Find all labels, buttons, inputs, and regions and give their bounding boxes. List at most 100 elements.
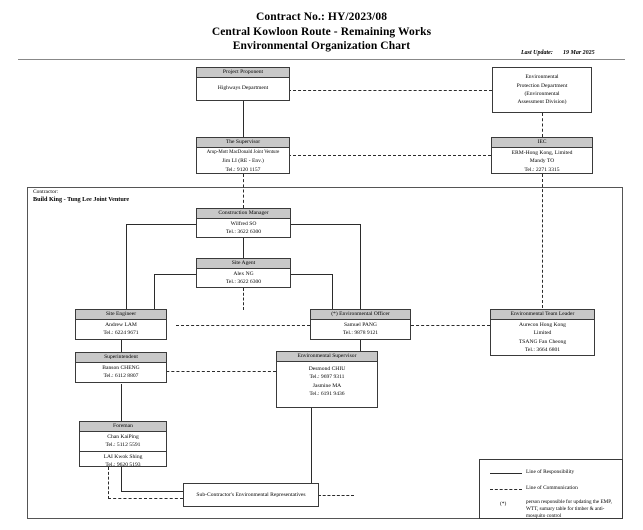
line-cm-left-vertical bbox=[126, 224, 127, 309]
line-epd-iec bbox=[542, 113, 543, 137]
box-environmental-supervisor-line-0: Desmond CHIU bbox=[308, 366, 346, 372]
line-foreman-sub-horizontal bbox=[121, 491, 183, 492]
line-siteagent-right-vertical bbox=[332, 274, 333, 309]
line-envsup-sub bbox=[311, 408, 312, 483]
box-supervisor-line-1: Jim LI (RE - Env.) bbox=[222, 158, 264, 165]
box-iec[interactable]: IEC ERM-Hong Kong, Limited Mandy TO Tel.… bbox=[491, 137, 593, 174]
line-cm-siteagent bbox=[243, 238, 244, 258]
box-subcontractor-line-0: Sub-Contractor's Environmental Represent… bbox=[196, 491, 306, 498]
line-cm-right-vertical bbox=[360, 224, 361, 309]
box-site-engineer-line-0: Andrew LAM bbox=[105, 322, 137, 328]
line-cm-right-rail bbox=[291, 224, 361, 225]
line-cm-left-rail bbox=[126, 224, 196, 225]
box-epd-line-1: Protection Department bbox=[516, 82, 568, 89]
box-site-agent-line-1: Tel.: 3622 6300 bbox=[225, 279, 262, 286]
box-site-engineer-title: Site Engineer bbox=[76, 310, 166, 320]
box-construction-manager-title: Construction Manager bbox=[197, 209, 290, 219]
box-supervisor-line-0: Arup-Mott MacDonald Joint Venture bbox=[206, 150, 280, 155]
box-environmental-officer[interactable]: (*) Environmental Officer Samuel PANG Te… bbox=[310, 309, 411, 340]
box-project-proponent[interactable]: Project Proponent Highways Department bbox=[196, 67, 290, 101]
box-superintendent-title: Superintendent bbox=[76, 353, 166, 363]
box-environmental-supervisor[interactable]: Environmental Supervisor Desmond CHIU Te… bbox=[276, 351, 378, 408]
box-foreman-line-2: LAI Kwok Shing bbox=[103, 453, 143, 460]
box-environmental-officer-title: (*) Environmental Officer bbox=[311, 310, 410, 320]
line-sub-right-dashed bbox=[318, 495, 354, 496]
box-environmental-officer-line-0: Samuel PANG bbox=[344, 322, 377, 328]
box-foreman-line-1: Tel.: 5112 5591 bbox=[105, 442, 141, 449]
line-foreman-sub-dashed-h bbox=[108, 498, 183, 499]
box-environmental-supervisor-line-1: Tel.: 9697 9311 bbox=[309, 374, 345, 381]
box-subcontractor-representatives[interactable]: Sub-Contractor's Environmental Represent… bbox=[183, 483, 319, 507]
box-superintendent-line-1: Tel.: 6112 8807 bbox=[103, 373, 139, 380]
box-environmental-officer-line-1: Tel.: 9878 9121 bbox=[342, 330, 379, 337]
box-supervisor-title: The Supervisor bbox=[197, 138, 289, 148]
line-foreman-sub-dashed bbox=[108, 467, 109, 499]
legend-communication-label: Line of Communication bbox=[526, 485, 578, 491]
box-superintendent[interactable]: Superintendent Banson CHENG Tel.: 6112 8… bbox=[75, 352, 167, 383]
header-divider bbox=[18, 59, 625, 60]
box-foreman[interactable]: Foreman Chan KaiPing Tel.: 5112 5591 LAI… bbox=[79, 421, 167, 469]
box-epd-line-2: (Environmental bbox=[524, 91, 560, 97]
box-epd-line-0: Environmental bbox=[525, 74, 559, 81]
box-epd-line-3: Assessment Division) bbox=[517, 99, 567, 106]
legend-dashed-line-sample bbox=[490, 489, 522, 490]
contractor-label: Contractor: bbox=[33, 189, 59, 195]
box-site-engineer[interactable]: Site Engineer Andrew LAM Tel.: 6224 9671 bbox=[75, 309, 167, 340]
box-foreman-divider bbox=[80, 450, 166, 452]
box-environmental-team-leader-line-1: Limited bbox=[533, 330, 552, 337]
contractor-name: Build King - Tung Lee Joint Venture bbox=[33, 196, 130, 203]
box-environmental-supervisor-title: Environmental Supervisor bbox=[277, 352, 377, 362]
line-foreman-sub-vertical bbox=[121, 467, 122, 491]
box-site-engineer-line-1: Tel.: 6224 9671 bbox=[103, 330, 139, 337]
line-iec-etl-dashed bbox=[542, 174, 543, 308]
line-eo-etl-dashed bbox=[411, 325, 490, 326]
legend-responsibility-label: Line of Responsibility bbox=[526, 469, 575, 475]
box-iec-line-1: Mandy TO bbox=[529, 158, 555, 165]
box-foreman-line-3: Tel.: 9620 5193 bbox=[105, 462, 141, 469]
line-supervisor-cm bbox=[243, 174, 244, 208]
box-superintendent-line-0: Banson CHENG bbox=[102, 365, 140, 371]
box-environmental-team-leader-title: Environmental Team Leader bbox=[491, 310, 594, 320]
page-title: Contract No.: HY/2023/08 Central Kowloon… bbox=[0, 10, 643, 54]
last-update-value: 19 Mar 2025 bbox=[563, 50, 595, 56]
line-siteagent-right-rail bbox=[291, 274, 333, 275]
line-envsup-superintendent-dashed bbox=[151, 371, 276, 372]
box-site-agent[interactable]: Site Agent Alex NG Tel.: 3622 6300 bbox=[196, 258, 291, 288]
legend-solid-line-sample bbox=[490, 473, 522, 474]
box-environmental-team-leader-line-2: TSANG Fan Cheong bbox=[518, 338, 567, 345]
line-siteagent-left-rail bbox=[154, 274, 196, 275]
title-line-chart: Environmental Organization Chart bbox=[232, 40, 411, 52]
line-eo-siteengineer-dashed bbox=[176, 325, 310, 326]
line-proponent-supervisor bbox=[243, 101, 244, 137]
box-iec-title: IEC bbox=[492, 138, 592, 148]
box-project-proponent-title: Project Proponent bbox=[197, 68, 289, 78]
legend-panel: Line of Responsibility Line of Communica… bbox=[479, 459, 623, 519]
contractor-frame bbox=[27, 187, 623, 519]
legend-star-marker: (*) bbox=[500, 501, 507, 507]
line-siteagent-left-vertical bbox=[154, 274, 155, 309]
line-proponent-epd bbox=[288, 90, 492, 91]
box-site-agent-title: Site Agent bbox=[197, 259, 290, 269]
box-environmental-team-leader-line-3: Tel.: 3664 6801 bbox=[524, 347, 561, 354]
last-update-label: Last Update: bbox=[521, 50, 553, 56]
line-siteagent-eo-dashed bbox=[243, 288, 244, 310]
box-project-proponent-line-0: Highways Department bbox=[217, 85, 269, 91]
box-construction-manager[interactable]: Construction Manager Wilfred SO Tel.: 36… bbox=[196, 208, 291, 238]
box-iec-line-2: Tel.: 2271 3315 bbox=[524, 166, 560, 173]
box-foreman-line-0: Chan KaiPing bbox=[107, 434, 139, 440]
box-supervisor[interactable]: The Supervisor Arup-Mott MacDonald Joint… bbox=[196, 137, 290, 174]
box-construction-manager-line-1: Tel.: 3622 6300 bbox=[225, 229, 262, 236]
box-construction-manager-line-0: Wilfred SO bbox=[230, 221, 257, 227]
box-iec-line-0: ERM-Hong Kong, Limited bbox=[511, 150, 573, 156]
box-epd[interactable]: Environmental Protection Department (Env… bbox=[492, 67, 592, 113]
line-superintendent-foreman bbox=[121, 384, 122, 421]
line-supervisor-iec bbox=[288, 155, 491, 156]
title-line-project: Central Kowloon Route - Remaining Works bbox=[211, 25, 432, 38]
box-environmental-team-leader-line-0: Aurecon Hong Kong bbox=[519, 322, 566, 328]
title-line-contract: Contract No.: HY/2023/08 bbox=[255, 11, 388, 23]
line-siteengineer-superintendent bbox=[121, 340, 122, 357]
box-site-agent-line-0: Alex NG bbox=[233, 271, 254, 277]
box-environmental-team-leader[interactable]: Environmental Team Leader Aurecon Hong K… bbox=[490, 309, 595, 356]
legend-star-note: person responsible for updating the EMP,… bbox=[526, 499, 612, 519]
